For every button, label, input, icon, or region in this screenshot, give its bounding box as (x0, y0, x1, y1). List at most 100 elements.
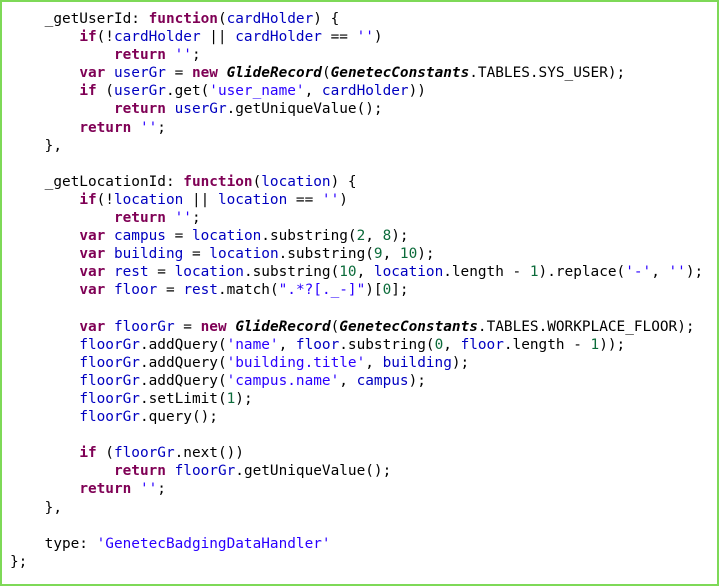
code-line: floorGr.addQuery('building.title', build… (10, 354, 713, 372)
code-token-plain: ).replace( (538, 264, 626, 281)
code-token-kw: var (79, 282, 106, 299)
code-token-plain (10, 481, 79, 497)
code-token-plain: .substring( (278, 246, 374, 263)
code-token-num: 0 (434, 336, 444, 353)
code-token-plain (10, 228, 79, 244)
code-token-plain: .length - (503, 336, 591, 353)
code-token-plain (105, 319, 114, 335)
code-token-plain: , (365, 354, 383, 371)
code-token-plain (131, 120, 140, 136)
code-token-plain: )) (408, 83, 426, 100)
code-token-plain (10, 101, 114, 117)
code-line: var userGr = new GlideRecord(GenetecCons… (10, 64, 713, 82)
code-token-plain: = (183, 246, 210, 263)
code-token-kw: var (79, 264, 106, 281)
code-token-str: '' (139, 119, 158, 136)
code-line: return ''; (10, 480, 713, 498)
code-token-plain (166, 47, 175, 63)
code-token-plain: (! (96, 29, 114, 46)
code-token-plain: || (200, 29, 236, 46)
code-token-var: floorGr (79, 354, 140, 371)
code-line: floorGr.addQuery('campus.name', campus); (10, 372, 713, 390)
code-token-str: '' (174, 47, 192, 64)
code-token-var: floorGr (79, 390, 140, 407)
code-token-kw: var (79, 65, 106, 82)
code-line: if(!cardHolder || cardHolder == '') (10, 28, 713, 46)
code-line: var campus = location.substring(2, 8); (10, 227, 713, 245)
code-token-plain: ; (157, 481, 166, 498)
code-token-kw: var (79, 228, 106, 245)
code-token-plain: .substring( (339, 336, 435, 353)
code-line: var building = location.substring(9, 10)… (10, 245, 713, 263)
code-token-var: cardHolder (321, 83, 409, 100)
code-token-plain: }, (10, 137, 62, 154)
code-token-plain: , (651, 264, 669, 281)
code-token-str: '-' (625, 264, 652, 281)
code-token-var: cardHolder (226, 11, 314, 27)
code-token-kw: if (79, 83, 97, 100)
code-token-plain: .addQuery( (139, 336, 227, 353)
code-token-plain (166, 463, 175, 479)
code-token-kw: var (79, 318, 106, 335)
code-token-var: rest (183, 282, 218, 299)
code-token-plain (166, 101, 175, 117)
code-line: return ''; (10, 209, 713, 227)
code-token-var: floorGr (79, 336, 140, 353)
code-token-kw: new (191, 65, 218, 82)
code-token-plain (131, 481, 140, 497)
code-token-num: 9 (373, 246, 383, 263)
code-token-var: floorGr (79, 409, 140, 426)
code-line: floorGr.setLimit(1); (10, 390, 713, 408)
code-token-plain (10, 47, 114, 63)
code-token-var: userGr (113, 65, 166, 82)
code-token-plain: }, (10, 499, 62, 516)
code-token-plain: .substring( (261, 228, 357, 245)
code-token-str: '' (668, 264, 686, 281)
code-token-plain (10, 192, 79, 208)
code-token-var: campus (113, 228, 166, 245)
code-token-plain: .query(); (139, 409, 218, 426)
code-token-var: location (174, 264, 244, 281)
code-token-plain: ( (330, 318, 340, 335)
code-token-plain (10, 319, 79, 335)
code-token-plain: , (365, 228, 383, 245)
code-token-plain: ); (451, 354, 470, 371)
code-token-cls2: GenetecConstants (330, 65, 470, 82)
code-token-var: location (373, 264, 444, 281)
code-token-plain: == (321, 29, 357, 46)
code-token-kw: function (183, 173, 253, 190)
code-token-plain: ( (252, 173, 262, 190)
code-token-plain (10, 355, 79, 371)
code-token-plain: .TABLES.WORKPLACE_FLOOR); (477, 318, 695, 335)
code-token-plain: .setLimit( (139, 390, 227, 407)
code-token-var: floorGr (113, 318, 175, 335)
code-token-plain (105, 228, 114, 244)
code-token-str: 'name' (226, 336, 279, 353)
code-token-num: 0 (382, 282, 392, 299)
code-token-plain (10, 463, 114, 479)
code-token-plain: )); (599, 336, 626, 353)
code-token-var: location (217, 191, 288, 208)
code-token-plain (227, 319, 236, 335)
code-token-var: building (382, 354, 452, 371)
code-token-kw: function (148, 11, 218, 27)
code-token-var: floorGr (174, 463, 236, 480)
code-token-var: floor (295, 336, 340, 353)
code-token-plain (10, 120, 79, 136)
code-token-plain: ( (217, 11, 227, 27)
code-token-cls: GlideRecord (235, 318, 331, 335)
code-token-plain: ) { (313, 11, 340, 27)
code-line: if(!location || location == '') (10, 191, 713, 209)
code-token-plain: , (382, 246, 400, 263)
code-token-plain: ( (96, 83, 114, 100)
code-token-kw: new (200, 318, 227, 335)
code-token-var: campus (356, 372, 409, 389)
code-token-num: 1 (226, 390, 236, 407)
code-token-kw: return (113, 210, 166, 227)
code-token-plain: || (183, 191, 218, 208)
code-token-kw: return (113, 463, 166, 480)
code-line: ​ (10, 517, 713, 535)
code-token-plain: = (148, 264, 175, 281)
code-content[interactable]: _getUserId: function(cardHolder) { if(!c… (10, 10, 713, 571)
